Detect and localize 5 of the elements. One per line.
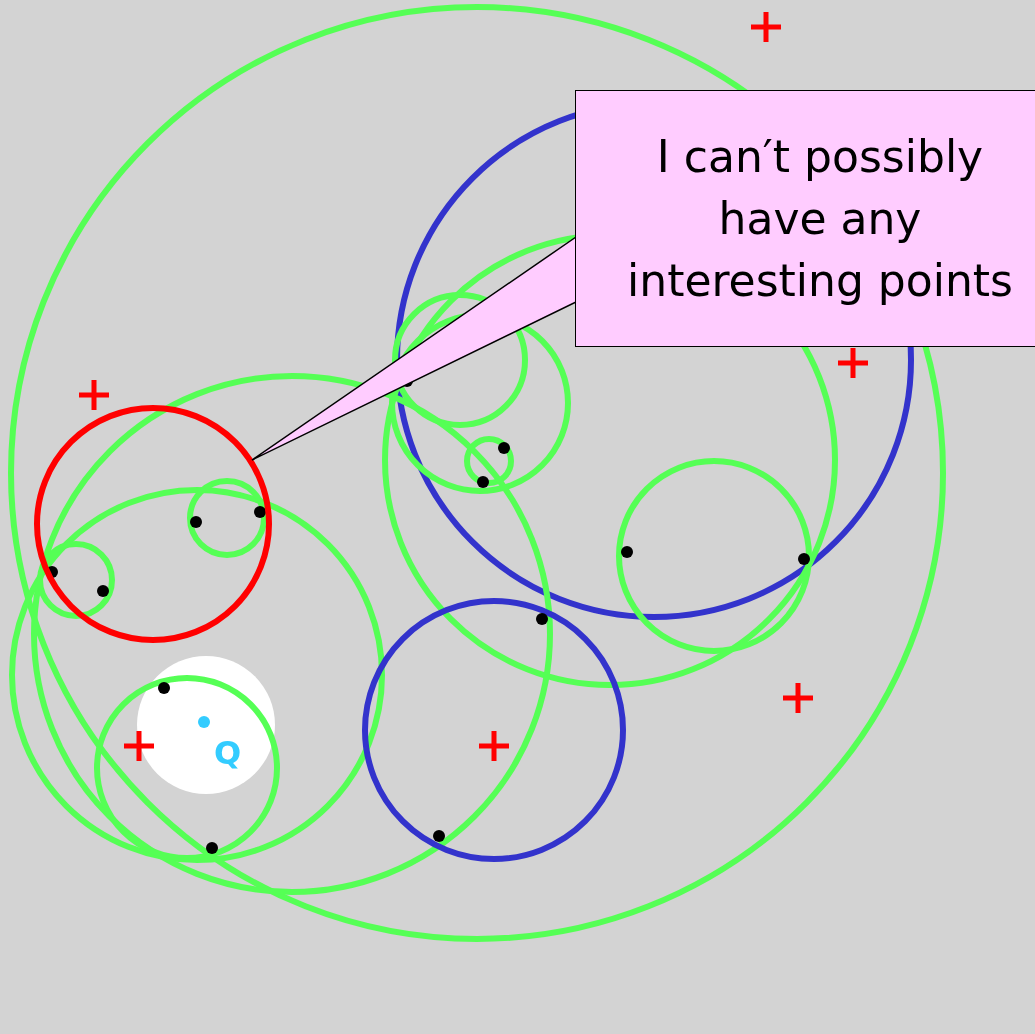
callout-tail — [251, 235, 577, 461]
query-label: Q — [214, 735, 242, 771]
ball-circle — [34, 405, 272, 643]
callout-text: I can′t possibly have any interesting points — [626, 129, 1014, 308]
speech-bubble — [575, 90, 1035, 347]
